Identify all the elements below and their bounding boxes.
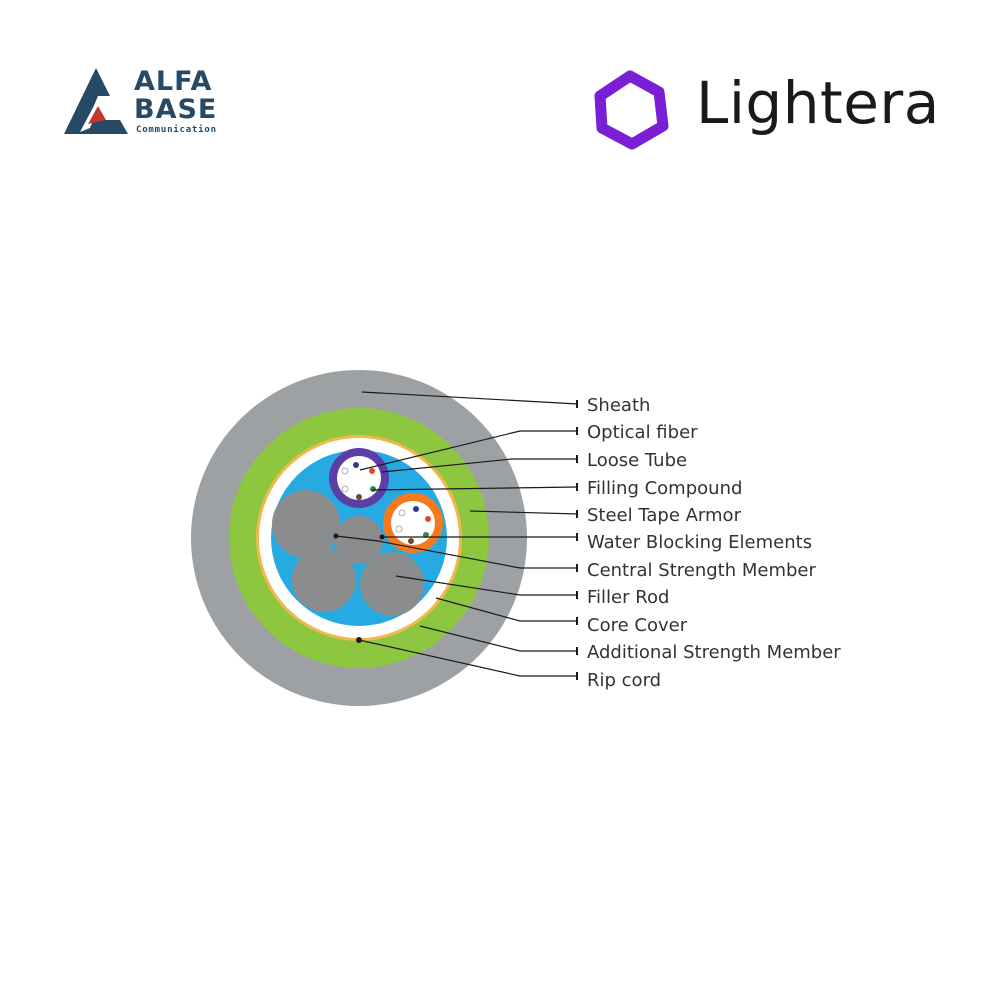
- optical-fiber-dot: [398, 509, 406, 517]
- leader-line-rip-cord: [358, 639, 578, 677]
- alfabase-subtitle: Communication: [136, 125, 217, 135]
- leader-line-central-strength-member: [335, 535, 578, 569]
- label-rip-cord: Rip cord: [587, 670, 661, 691]
- lightera-wordmark: Lightera: [696, 69, 940, 137]
- label-loose-tube: Loose Tube: [587, 450, 687, 471]
- optical-fiber-dot: [370, 486, 376, 492]
- optical-fiber-dot: [341, 485, 349, 493]
- leader-line-sheath: [361, 391, 579, 405]
- label-water-blocking-elements: Water Blocking Elements: [587, 532, 812, 553]
- optical-fiber-dot: [413, 506, 419, 512]
- optical-fiber-dot: [408, 538, 414, 544]
- optical-fiber-dot: [395, 525, 403, 533]
- leader-line-additional-strength-member: [419, 625, 578, 652]
- alfabase-line1: ALFA: [134, 66, 213, 97]
- filler-rod-bottom-right: [360, 552, 424, 616]
- leader-ticks: [333, 400, 578, 680]
- cable-cross-section: [191, 370, 527, 706]
- label-steel-tape-armor: Steel Tape Armor: [587, 505, 742, 526]
- label-core-cover: Core Cover: [587, 615, 688, 636]
- alfabase-mark-icon: [64, 68, 128, 134]
- component-labels: Sheath Optical fiber Loose Tube Filling …: [587, 395, 841, 691]
- leader-line-optical-fiber: [359, 430, 578, 471]
- label-optical-fiber: Optical fiber: [587, 422, 698, 443]
- filler-rod-bottom-left: [292, 548, 356, 612]
- lightera-mark-icon: [594, 70, 669, 150]
- optical-fiber-dot: [353, 462, 359, 468]
- lightera-logo: Lightera: [592, 70, 942, 150]
- filler-rod-left: [272, 490, 340, 558]
- leader-lines: [335, 391, 579, 677]
- central-strength-member: [335, 516, 383, 564]
- optical-fiber-dot: [356, 494, 362, 500]
- leader-line-core-cover: [435, 597, 578, 622]
- alfabase-logo: ALFA BASE Communication: [58, 66, 238, 138]
- filling-compound-orange: [391, 501, 435, 545]
- label-filling-compound: Filling Compound: [587, 478, 742, 499]
- optical-fiber-dot: [341, 467, 349, 475]
- label-sheath: Sheath: [587, 395, 650, 416]
- optical-fiber-dot: [425, 516, 431, 522]
- alfabase-line2: BASE: [134, 94, 218, 125]
- leader-line-steel-tape-armor: [469, 510, 579, 515]
- leader-line-filler-rod: [395, 575, 578, 596]
- leader-line-loose-tube: [381, 458, 578, 473]
- filling-compound-purple: [337, 456, 381, 500]
- label-additional-strength-member: Additional Strength Member: [587, 642, 841, 663]
- optical-fiber-dot: [369, 468, 375, 474]
- leader-line-filling-compound: [371, 486, 579, 491]
- label-central-strength-member: Central Strength Member: [587, 560, 816, 581]
- label-filler-rod: Filler Rod: [587, 587, 669, 608]
